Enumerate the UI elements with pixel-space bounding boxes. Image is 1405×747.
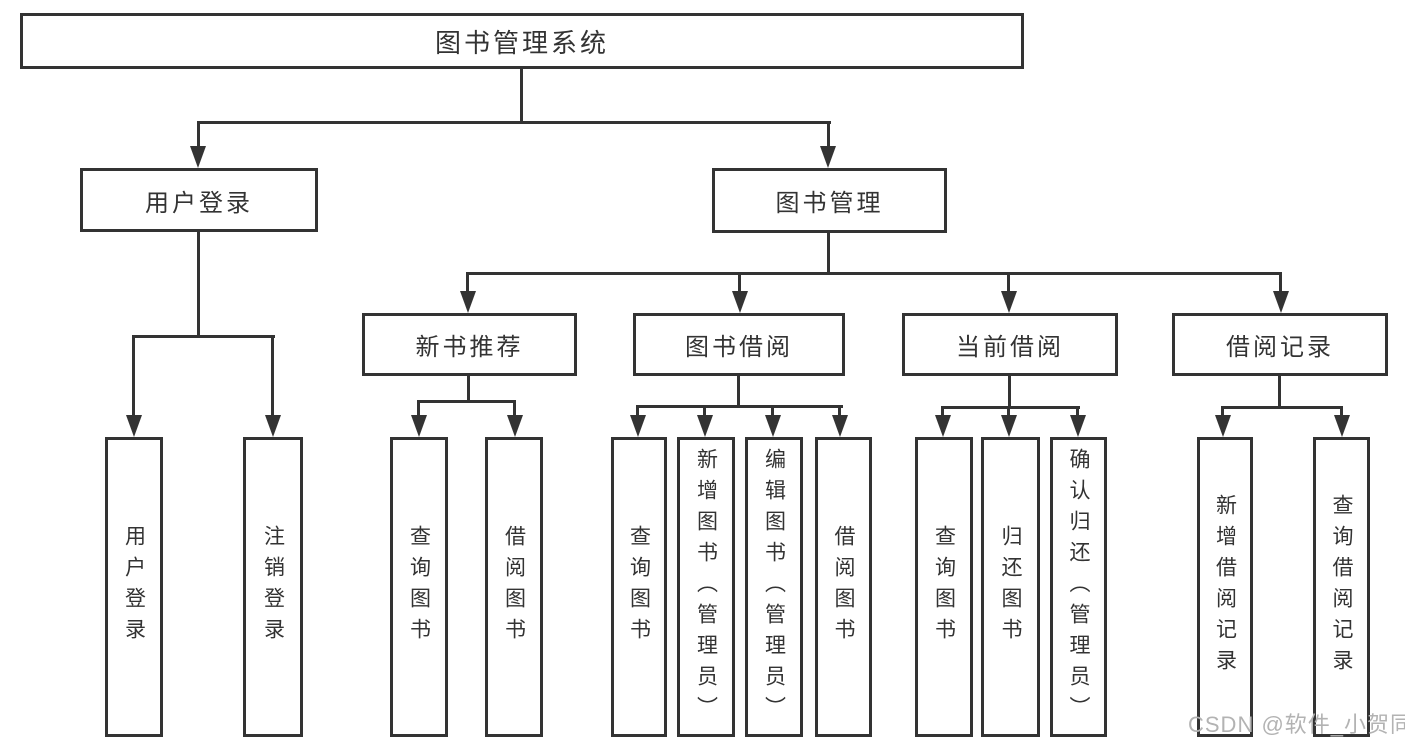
arrowhead-leaf-borrow-books-1 <box>507 415 523 437</box>
leaf-query-books-1-label: 查询图书 <box>407 525 431 649</box>
connector-current-borrowing-crossbar <box>941 406 1080 409</box>
arrowhead-current-borrowing <box>1001 291 1017 313</box>
leaf-query-books-2: 查询图书 <box>611 437 667 737</box>
arrowhead-leaf-return-book <box>1001 415 1017 437</box>
arrowhead-leaf-edit-book <box>765 415 781 437</box>
leaf-confirm-return-admin-label: 确认归还（管理员） <box>1067 447 1090 727</box>
node-book-borrowing: 图书借阅 <box>633 313 845 376</box>
arrowhead-leaf-query-books-3 <box>935 415 951 437</box>
arrowhead-book-borrowing <box>732 291 748 313</box>
leaf-add-book-admin: 新增图书（管理员） <box>677 437 735 737</box>
node-root: 图书管理系统 <box>20 13 1024 69</box>
leaf-edit-book-admin-label: 编辑图书（管理员） <box>762 447 786 727</box>
arrowhead-new-book-rec <box>460 291 476 313</box>
connector-leaf12-shaft <box>1221 406 1224 417</box>
leaf-borrow-books-2-label: 借阅图书 <box>832 525 855 649</box>
connector-leaf3-shaft <box>417 400 420 417</box>
leaf-add-borrow-record: 新增借阅记录 <box>1197 437 1253 737</box>
connector-leaf11-shaft <box>1076 406 1079 417</box>
leaf-query-books-3-label: 查询图书 <box>932 525 956 649</box>
connector-root-crossbar <box>197 121 831 124</box>
leaf-user-login-label: 用户登录 <box>122 525 146 649</box>
csdn-watermark: CSDN @软件_小贺同学 <box>1188 712 1405 737</box>
node-new-book-recommend: 新书推荐 <box>362 313 577 376</box>
node-book-management: 图书管理 <box>712 168 947 233</box>
connector-book-mgmt-crossbar <box>466 272 1282 275</box>
arrowhead-book-mgmt <box>820 146 836 168</box>
arrowhead-leaf-confirm-return <box>1070 415 1086 437</box>
node-user-login: 用户登录 <box>80 168 318 232</box>
node-root-label: 图书管理系统 <box>434 27 609 58</box>
arrowhead-leaf-query-books-1 <box>411 415 427 437</box>
connector-borrowing-records-shaft <box>1279 272 1282 293</box>
connector-book-borrowing-shaft <box>738 272 741 293</box>
leaf-borrow-books-1: 借阅图书 <box>485 437 543 737</box>
connector-leaf6-shaft <box>703 405 706 417</box>
leaf-user-login: 用户登录 <box>105 437 163 737</box>
connector-book-borrowing-stem <box>737 376 740 408</box>
node-current-borrowing: 当前借阅 <box>902 313 1118 376</box>
node-user-login-label: 用户登录 <box>145 189 253 217</box>
connector-new-book-rec-stem <box>467 376 470 403</box>
connector-book-borrowing-crossbar <box>636 405 843 408</box>
arrowhead-borrowing-records <box>1273 291 1289 313</box>
connector-leaf8-shaft <box>838 405 841 417</box>
leaf-query-borrow-record-label: 查询借阅记录 <box>1330 494 1353 680</box>
connector-leaf10-shaft <box>1007 406 1010 417</box>
connector-book-mgmt-stem <box>827 233 830 274</box>
node-borrowing-records: 借阅记录 <box>1172 313 1388 376</box>
connector-new-book-rec-shaft <box>466 272 469 293</box>
connector-root-to-book-mgmt-shaft <box>827 121 830 149</box>
arrowhead-user-login <box>190 146 206 168</box>
leaf-logout: 注销登录 <box>243 437 303 737</box>
connector-leaf9-shaft <box>941 406 944 417</box>
arrowhead-leaf-query-borrow-record <box>1334 415 1350 437</box>
connector-leaf4-shaft <box>513 400 516 417</box>
connector-user-login-crossbar <box>132 335 275 338</box>
connector-leaf-user-login-shaft <box>132 335 135 417</box>
leaf-confirm-return-admin: 确认归还（管理员） <box>1050 437 1107 737</box>
connector-leaf13-shaft <box>1340 406 1343 417</box>
leaf-borrow-books-1-label: 借阅图书 <box>502 525 526 649</box>
arrowhead-leaf-add-borrow-record <box>1215 415 1231 437</box>
connector-user-login-stem <box>197 232 200 337</box>
leaf-return-book: 归还图书 <box>981 437 1040 737</box>
leaf-return-book-label: 归还图书 <box>999 525 1022 649</box>
connector-leaf5-shaft <box>636 405 639 417</box>
connector-current-borrowing-stem <box>1008 376 1011 409</box>
arrowhead-leaf-query-books-2 <box>630 415 646 437</box>
connector-root-stem <box>520 69 523 123</box>
connector-new-book-rec-crossbar <box>417 400 516 403</box>
leaf-add-borrow-record-label: 新增借阅记录 <box>1213 494 1237 680</box>
arrowhead-leaf-user-login <box>126 415 142 437</box>
leaf-logout-label: 注销登录 <box>261 525 285 649</box>
node-new-book-recommend-label: 新书推荐 <box>415 334 524 361</box>
leaf-edit-book-admin: 编辑图书（管理员） <box>745 437 803 737</box>
leaf-query-borrow-record: 查询借阅记录 <box>1313 437 1370 737</box>
leaf-query-books-3: 查询图书 <box>915 437 973 737</box>
arrowhead-leaf-logout <box>265 415 281 437</box>
connector-leaf7-shaft <box>771 405 774 417</box>
connector-current-borrowing-shaft <box>1007 272 1010 293</box>
arrowhead-leaf-borrow-books-2 <box>832 415 848 437</box>
node-book-management-label: 图书管理 <box>775 190 884 217</box>
connector-borrowing-records-crossbar <box>1221 406 1343 409</box>
leaf-query-books-2-label: 查询图书 <box>627 525 651 649</box>
node-borrowing-records-label: 借阅记录 <box>1226 334 1334 361</box>
leaf-borrow-books-2: 借阅图书 <box>815 437 872 737</box>
connector-borrowing-records-stem <box>1278 376 1281 409</box>
node-current-borrowing-label: 当前借阅 <box>956 334 1064 361</box>
connector-leaf-logout-shaft <box>271 335 274 417</box>
leaf-add-book-admin-label: 新增图书（管理员） <box>694 447 718 727</box>
arrowhead-leaf-add-book <box>697 415 713 437</box>
node-book-borrowing-label: 图书借阅 <box>685 334 793 361</box>
connector-root-to-user-login-shaft <box>197 121 200 149</box>
leaf-query-books-1: 查询图书 <box>390 437 448 737</box>
